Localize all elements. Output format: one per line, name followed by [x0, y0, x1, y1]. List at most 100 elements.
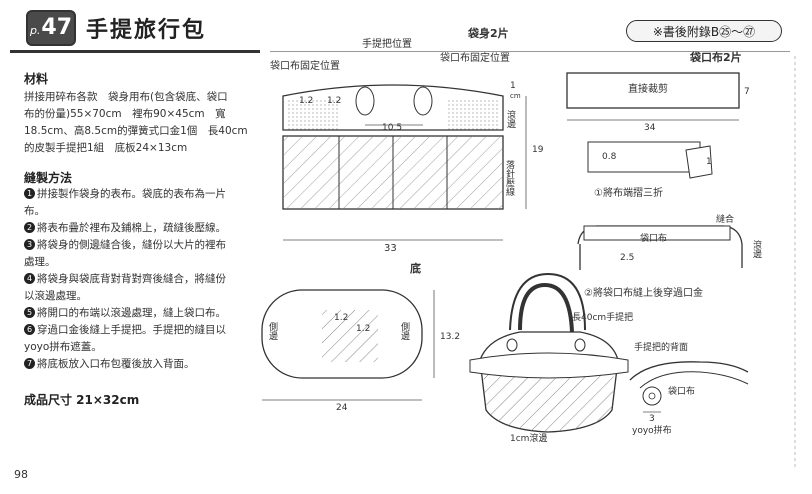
side-left-label: 側邊: [267, 321, 278, 341]
step-number: 2: [24, 222, 35, 233]
dim-1-2-left: 1.2: [299, 96, 313, 106]
step-text: 將底板放入口布包覆後放入背面。: [37, 358, 195, 370]
dim-3: 3: [649, 414, 655, 424]
handle-oval-right: [413, 86, 433, 116]
step-3-cont: 處理。: [24, 254, 262, 271]
bag-quilted-bottom: [483, 372, 614, 432]
page-prefix: p.: [29, 24, 41, 37]
step-number: 5: [24, 307, 35, 318]
bottom-heading: 底: [410, 261, 421, 275]
step-number: 6: [24, 324, 35, 335]
dim-1cm: 1: [510, 81, 516, 91]
materials-heading: 材料: [24, 72, 49, 86]
folded-end: [685, 145, 713, 179]
dotted-quilt-area: [446, 100, 498, 130]
detail-mouth-label: 袋口布: [668, 385, 695, 397]
yoyo-right: [574, 338, 586, 352]
dim-10-5: 10.5: [382, 123, 402, 133]
step-2-label: ②將袋口布縫上後穿過口金: [584, 286, 703, 299]
dim-19: 19: [532, 145, 544, 155]
finished-size: 成品尺寸 21×32cm: [24, 393, 140, 407]
method-heading: 縫製方法: [24, 171, 73, 185]
handle-detail-diagram: 手提把的背面 袋口布 3 yoyo拼布: [629, 341, 749, 436]
page-num: 47: [41, 15, 73, 40]
dotted-quilt-area: [287, 100, 339, 130]
step-4-cont: 以滾邊處理。: [24, 288, 262, 305]
materials-line-4: 的皮製手提把1組 底板24×13cm: [24, 142, 188, 154]
dim-33: 33: [384, 243, 397, 254]
bag-binding-label: 1cm滾邊: [510, 432, 547, 444]
step-1-cont: 布。: [24, 203, 262, 220]
cut-label: 直接裁剪: [628, 82, 668, 95]
materials-line-3: 18.5cm、高8.5cm的彈簧式口金1個 長40cm: [24, 125, 248, 137]
title-rule: [10, 50, 260, 53]
yoyo-center: [648, 392, 656, 400]
step-number: 3: [24, 239, 35, 250]
materials-line-1: 拼接用碎布各款 袋身用布(包含袋底、袋口: [24, 91, 228, 103]
bag-mouth-band: [469, 352, 629, 379]
dim-2-5: 2.5: [620, 253, 634, 263]
page-title: 手提旅行包: [86, 18, 207, 43]
yoyo-left: [506, 338, 518, 352]
step-1-label: ①將布端摺三折: [594, 186, 663, 199]
dim-34: 34: [644, 123, 656, 133]
step-text: 將袋身的側邊縫合後，縫份以大片的裡布: [37, 239, 226, 251]
bag-handle-label: 長40cm手提把: [572, 311, 633, 323]
body-heading: 袋身2片: [467, 26, 509, 40]
appendix-ref-badge: ※書後附錄B㉕～㉗: [626, 20, 782, 42]
step-number: 4: [24, 273, 35, 284]
handle-back-label: 手提把的背面: [634, 341, 688, 353]
dim-0-8: 0.8: [602, 152, 617, 162]
step-text: 處理。: [24, 256, 56, 268]
dim-1-2-right: 1.2: [327, 96, 341, 106]
bag-body-diagram: 袋身2片 手提把位置 袋口布固定位置 袋口布固定位置 1.2 1.2 10.5 …: [270, 26, 544, 254]
mouth-fixed-label-left: 袋口布固定位置: [270, 59, 340, 72]
step-text: yoyo拼布遮蓋。: [24, 341, 102, 353]
dim-1-2-b: 1.2: [356, 324, 370, 334]
step-text: 以滾邊處理。: [24, 290, 87, 302]
dim-13-2: 13.2: [440, 332, 460, 342]
bag-handle-right: [509, 272, 586, 331]
bottom-quilt-area: [322, 310, 378, 362]
mouth-cloth-sewn: [583, 225, 731, 241]
dim-1-2-a: 1.2: [334, 313, 348, 323]
mouth-heading: 袋口布2片: [689, 50, 742, 64]
dim-1: 1: [706, 157, 712, 167]
step-text: 布。: [24, 205, 45, 217]
step-text: 拼接製作袋身的表布。袋底的表布為一片: [37, 188, 226, 200]
dim-24: 24: [336, 403, 348, 413]
step-6-cont: yoyo拼布遮蓋。: [24, 339, 262, 356]
step-text: 將表布疊於裡布及鋪棉上，疏縫後壓線。: [37, 222, 226, 234]
bag-handle-left: [518, 282, 574, 333]
binding-label: 滾邊: [505, 109, 516, 129]
dim-7: 7: [744, 87, 750, 97]
binding-label-2: 滾邊: [751, 239, 762, 259]
page-number: 98: [14, 468, 28, 481]
step-text: 將開口的布端以滾邊處理，縫上袋口布。: [37, 307, 226, 319]
mouth-fixed-label-right: 袋口布固定位置: [440, 51, 510, 64]
handle-oval-left: [355, 86, 375, 116]
handle-back-curve: [629, 361, 749, 381]
quilting-label: 落針壓線: [504, 159, 515, 196]
step-number: 7: [24, 358, 35, 369]
page-badge: p. 47: [26, 10, 76, 46]
dim-cm: cm: [510, 92, 521, 100]
materials-line-2: 布的份量)55×70cm 裡布90×45cm 寬: [24, 108, 226, 120]
finished-bag-diagram: 長40cm手提把 1cm滾邊: [469, 272, 633, 444]
handle-position-label: 手提把位置: [362, 37, 412, 50]
sew-label: 縫合: [716, 213, 734, 225]
mouth-cloth-diagram: 袋口布2片 直接裁剪 7 34 0.8 1 ①將布端摺三折 袋口布 縫合 滾邊 …: [566, 50, 762, 299]
mouth-cloth-label: 袋口布: [640, 232, 667, 244]
step-number: 1: [24, 188, 35, 199]
mouth-band-curve: [639, 371, 749, 389]
yoyo-label: yoyo拼布: [632, 424, 672, 436]
header-rule: [270, 51, 790, 52]
